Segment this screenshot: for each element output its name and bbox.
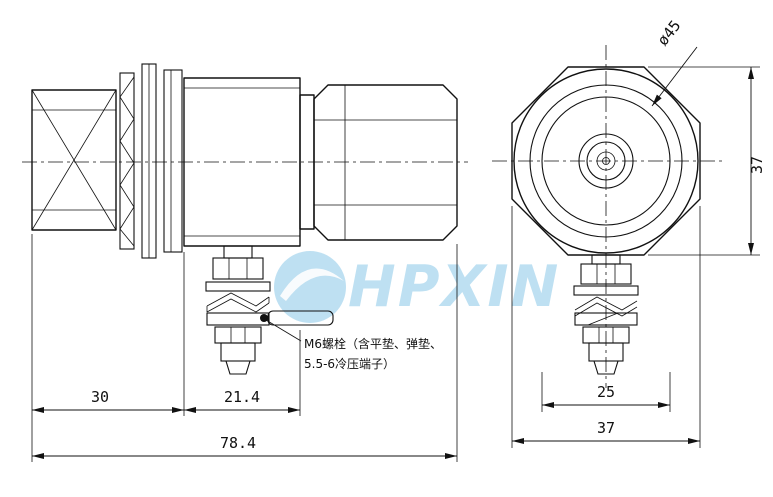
- dimension-30: 30: [31, 234, 185, 462]
- front-view: [492, 45, 722, 388]
- side-view: [22, 63, 468, 375]
- dim-text-30: 30: [91, 388, 109, 406]
- watermark-logo: [274, 251, 346, 323]
- dimension-25: 25: [541, 372, 671, 412]
- bolt-note-line-2: 5.5-6冷压端子）: [304, 357, 395, 371]
- coupling-nut-side: [299, 84, 458, 241]
- mounting-octagon: [511, 66, 701, 256]
- serrated-washer: [119, 72, 135, 250]
- dimension-37-bottom: 37: [511, 206, 701, 448]
- dim-text-side-height: 37: [748, 156, 766, 174]
- bolt-tip-front: [593, 360, 619, 375]
- bolt-note: M6螺栓（含平垫、弹垫、 5.5-6冷压端子）: [260, 314, 442, 371]
- bolt-assembly-front: [573, 254, 639, 375]
- concentric-circles: [513, 68, 699, 254]
- watermark-text: HPXIN: [348, 254, 560, 320]
- terminal-washer: [206, 312, 270, 326]
- hex-nut-upper-front: [580, 263, 632, 285]
- note-leader-line: [265, 319, 302, 342]
- flat-washer-front: [573, 285, 639, 296]
- hex-body-side: [31, 89, 117, 231]
- dimension-78-4: 78.4: [32, 244, 458, 462]
- watermark: HPXIN: [274, 251, 560, 323]
- dim-text-78-4: 78.4: [220, 434, 256, 452]
- bolt-tip: [225, 360, 251, 375]
- dimension-diameter-45: ø45: [651, 17, 698, 107]
- spring-washer-front: [574, 296, 638, 311]
- flat-washer: [205, 281, 271, 292]
- dim-text-37-bottom: 37: [597, 419, 615, 437]
- diameter-leader-line: [651, 46, 698, 107]
- dim-text-diameter: ø45: [654, 17, 685, 49]
- hex-body-outline: [31, 89, 117, 231]
- hex-nut-upper: [212, 257, 264, 280]
- coupling-nut-outline: [313, 84, 458, 241]
- bolt-head: [220, 342, 256, 362]
- watermark-logo-swoosh: [280, 268, 344, 301]
- bolt-note-line-1: M6螺栓（含平垫、弹垫、: [304, 336, 442, 351]
- bolt-neck: [223, 245, 253, 259]
- flange-plate: [163, 69, 183, 253]
- dimension-37-right: 37: [648, 66, 766, 256]
- terminal-washer-front: [574, 312, 638, 326]
- dim-text-21-4: 21.4: [224, 388, 260, 406]
- dim-text-25: 25: [597, 383, 615, 401]
- hex-nut-lower: [214, 326, 262, 344]
- spring-washer: [206, 292, 270, 307]
- washer-stack: [119, 63, 183, 259]
- dimension-21-4: 21.4: [184, 330, 301, 416]
